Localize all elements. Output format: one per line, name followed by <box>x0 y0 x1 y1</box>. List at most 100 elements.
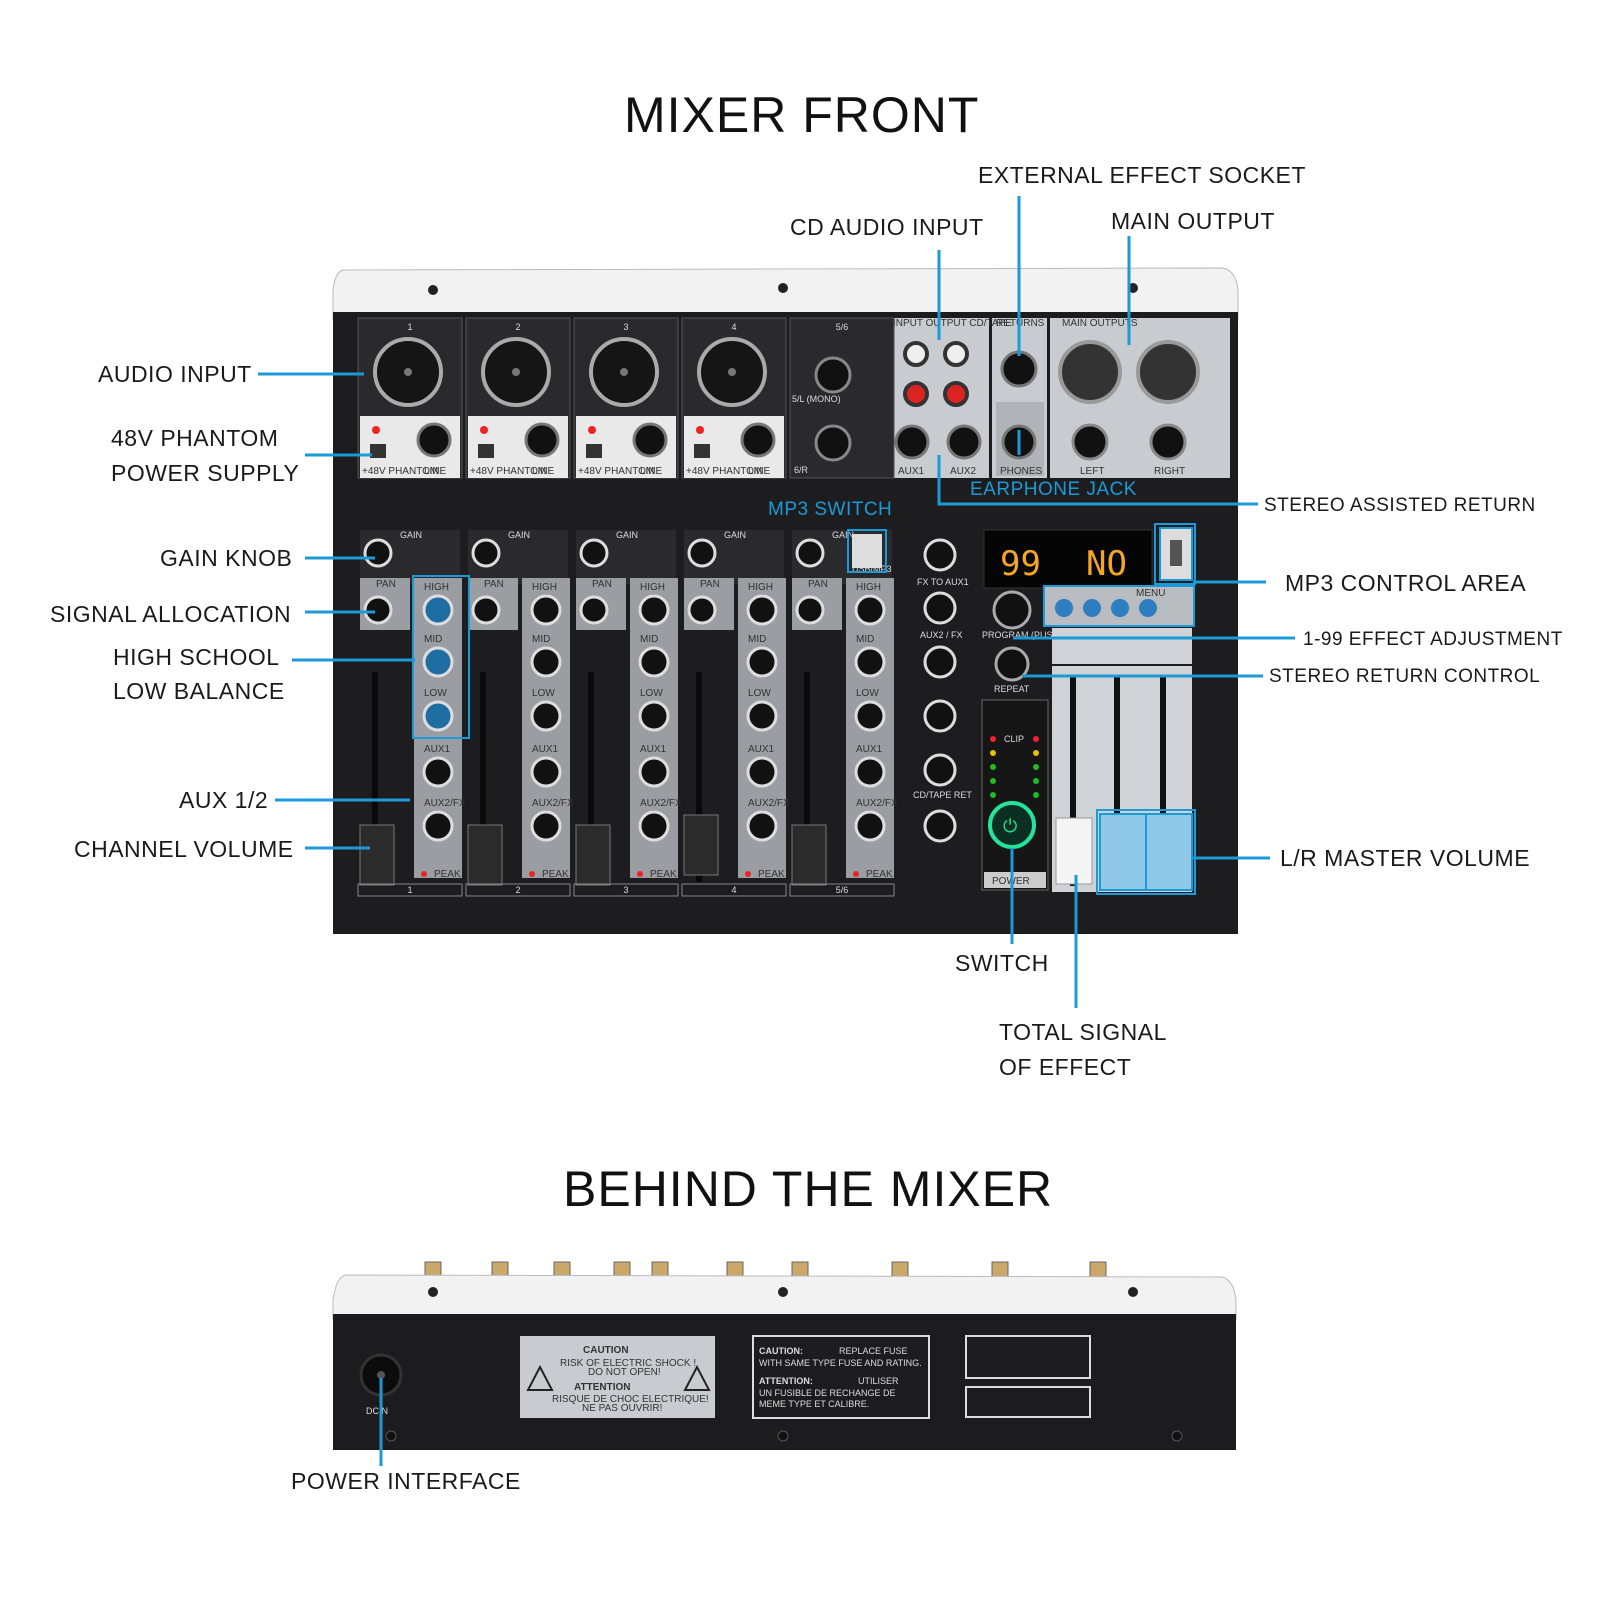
right-jack[interactable] <box>1149 423 1187 461</box>
channel-fader-cap[interactable] <box>683 814 719 876</box>
gain-knob[interactable] <box>579 538 609 568</box>
dc-in-text: DCIN <box>366 1406 388 1416</box>
pan-knob[interactable] <box>471 595 501 625</box>
eq-knob[interactable] <box>638 756 670 788</box>
phantom-switch <box>370 444 386 458</box>
eq-knob[interactable] <box>422 646 454 678</box>
rca-jacks[interactable] <box>903 341 969 407</box>
channel-fader-cap[interactable] <box>467 824 503 886</box>
back-connector <box>891 1261 909 1279</box>
eq-knob[interactable] <box>638 594 670 626</box>
channel-fader-cap[interactable] <box>575 824 611 886</box>
fx-knob[interactable] <box>923 645 957 679</box>
effect-list <box>1052 628 1192 664</box>
channel-fader-cap[interactable] <box>359 824 395 886</box>
left-jack[interactable] <box>1071 423 1109 461</box>
eq-knob[interactable] <box>638 810 670 842</box>
aux1-jack[interactable] <box>894 424 930 460</box>
effect-display <box>983 529 1153 589</box>
fx-knob[interactable] <box>923 809 957 843</box>
jack-5l[interactable] <box>814 356 852 394</box>
master-fader-tracks <box>1070 676 1166 886</box>
phantom-text: +48V PHANTOM <box>470 466 546 477</box>
fuse-attention-title: ATTENTION: <box>759 1376 813 1386</box>
aux2-jack[interactable] <box>946 424 982 460</box>
eq-knob[interactable] <box>638 700 670 732</box>
master-fader-left[interactable] <box>1099 813 1147 891</box>
eq-text: AUX2/FX <box>424 798 466 809</box>
fx-knob[interactable] <box>923 538 957 572</box>
eq-text: MID <box>532 634 550 645</box>
peak-text: PEAK <box>542 869 569 880</box>
fx-knob[interactable] <box>923 699 957 733</box>
peak-led <box>637 871 643 877</box>
eq-knob[interactable] <box>746 756 778 788</box>
fuse-caution-line1: REPLACE FUSE <box>839 1346 908 1356</box>
eq-knob[interactable] <box>746 594 778 626</box>
pan-knob[interactable] <box>579 595 609 625</box>
eq-text: MID <box>640 634 658 645</box>
fuse-attention-line1: UTILISER <box>858 1376 899 1386</box>
pan-knob[interactable] <box>363 595 393 625</box>
eq-knob[interactable] <box>530 646 562 678</box>
gain-knob[interactable] <box>471 538 501 568</box>
fx-column <box>923 538 957 843</box>
eq-knob[interactable] <box>854 810 886 842</box>
channel-fader-cap[interactable] <box>791 824 827 886</box>
mp3-buttons[interactable] <box>1055 599 1157 617</box>
main-out-right-xlr[interactable] <box>1136 340 1200 404</box>
master-fader-right[interactable] <box>1145 813 1193 891</box>
eq-knob[interactable] <box>746 646 778 678</box>
effect-total-fader[interactable] <box>1055 817 1093 885</box>
eq-knob[interactable] <box>530 756 562 788</box>
main-out-left-xlr[interactable] <box>1058 340 1122 404</box>
fuse-caution-line2: WITH SAME TYPE FUSE AND RATING. <box>759 1358 922 1368</box>
label-stereo-assisted-return: STEREO ASSISTED RETURN <box>1264 495 1536 516</box>
eq-knob[interactable] <box>854 700 886 732</box>
eq-knob[interactable] <box>854 594 886 626</box>
fader-track <box>480 672 486 882</box>
eq-text: HIGH <box>532 582 557 593</box>
eq-knob[interactable] <box>638 646 670 678</box>
eq-knob[interactable] <box>746 700 778 732</box>
phantom-switch <box>478 444 494 458</box>
fx-knob[interactable] <box>923 591 957 625</box>
returns-jack[interactable] <box>1000 350 1038 388</box>
eq-knob[interactable] <box>422 594 454 626</box>
usb-slot <box>1170 540 1182 566</box>
front-title: MIXER FRONT <box>624 87 980 143</box>
peak-led <box>529 871 535 877</box>
channel-number-box <box>681 883 787 897</box>
peak-text: PEAK <box>758 869 785 880</box>
eq-knob[interactable] <box>422 810 454 842</box>
eq-knob[interactable] <box>854 646 886 678</box>
power-icon: ⏻ <box>1003 816 1017 837</box>
eq-knob[interactable] <box>746 810 778 842</box>
jack-6r[interactable] <box>814 424 852 462</box>
power-button[interactable] <box>988 801 1036 849</box>
fuse-attention-line2: UN FUSIBLE DE RECHANGE DE <box>759 1388 896 1398</box>
program-knob[interactable] <box>992 590 1032 630</box>
eq-knob[interactable] <box>530 810 562 842</box>
gain-knob[interactable] <box>795 538 825 568</box>
label-high-school-1: HIGH SCHOOL <box>113 644 280 670</box>
eq-knob[interactable] <box>530 700 562 732</box>
back-screws-top <box>428 1287 1138 1297</box>
eq-knob[interactable] <box>422 700 454 732</box>
pan-knob[interactable] <box>687 595 717 625</box>
callout-lines <box>258 196 1295 1008</box>
gain-knob[interactable] <box>363 538 393 568</box>
fx-knob[interactable] <box>923 753 957 787</box>
phantom-led <box>588 426 596 434</box>
line-text: LINE <box>424 466 447 477</box>
repeat-knob[interactable] <box>994 646 1030 682</box>
gain-knob[interactable] <box>687 538 717 568</box>
pan-knob[interactable] <box>795 595 825 625</box>
line-jack <box>524 422 560 458</box>
eq-knob[interactable] <box>422 756 454 788</box>
eq-knob[interactable] <box>530 594 562 626</box>
eq-knob[interactable] <box>854 756 886 788</box>
fader-track <box>588 672 594 882</box>
